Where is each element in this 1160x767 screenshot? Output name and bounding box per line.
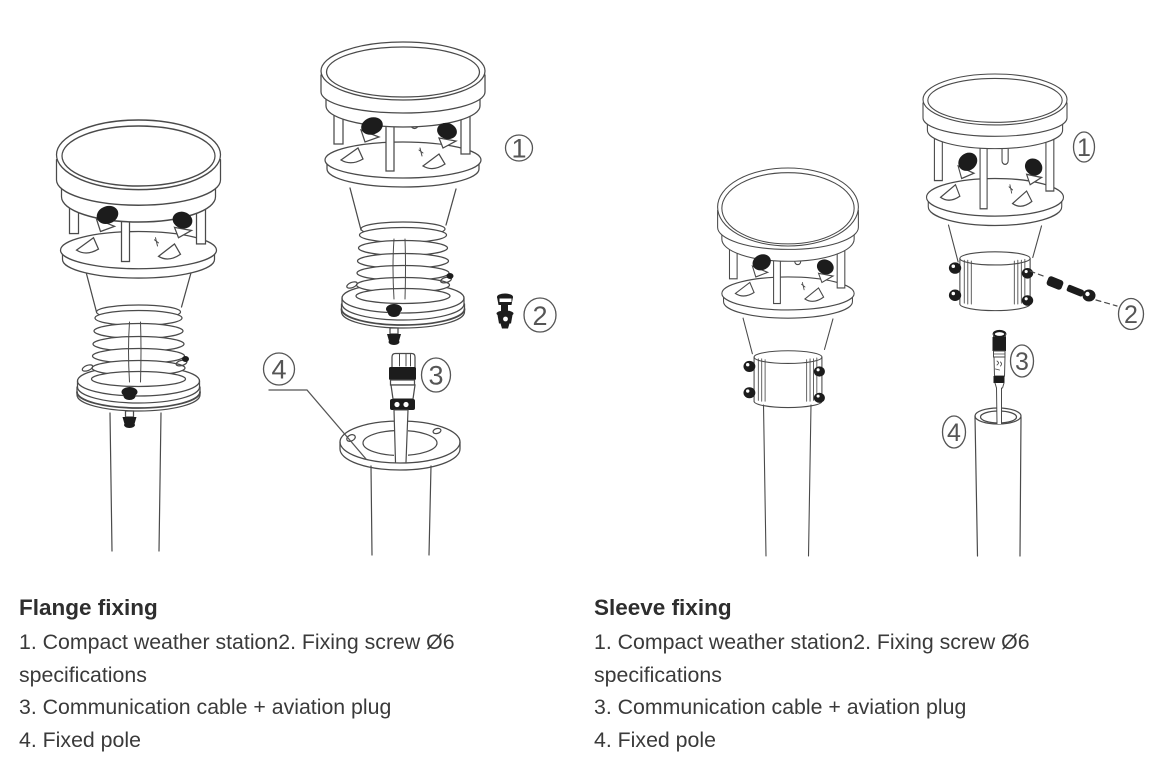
svg-text:3: 3 (428, 361, 443, 391)
svg-text:4: 4 (271, 355, 286, 385)
svg-text:4: 4 (947, 419, 961, 447)
svg-text:3: 3 (1015, 348, 1029, 376)
svg-text:2: 2 (532, 301, 547, 331)
svg-text:1: 1 (511, 134, 526, 164)
svg-text:1: 1 (1077, 134, 1091, 162)
svg-text:2: 2 (1124, 301, 1138, 329)
